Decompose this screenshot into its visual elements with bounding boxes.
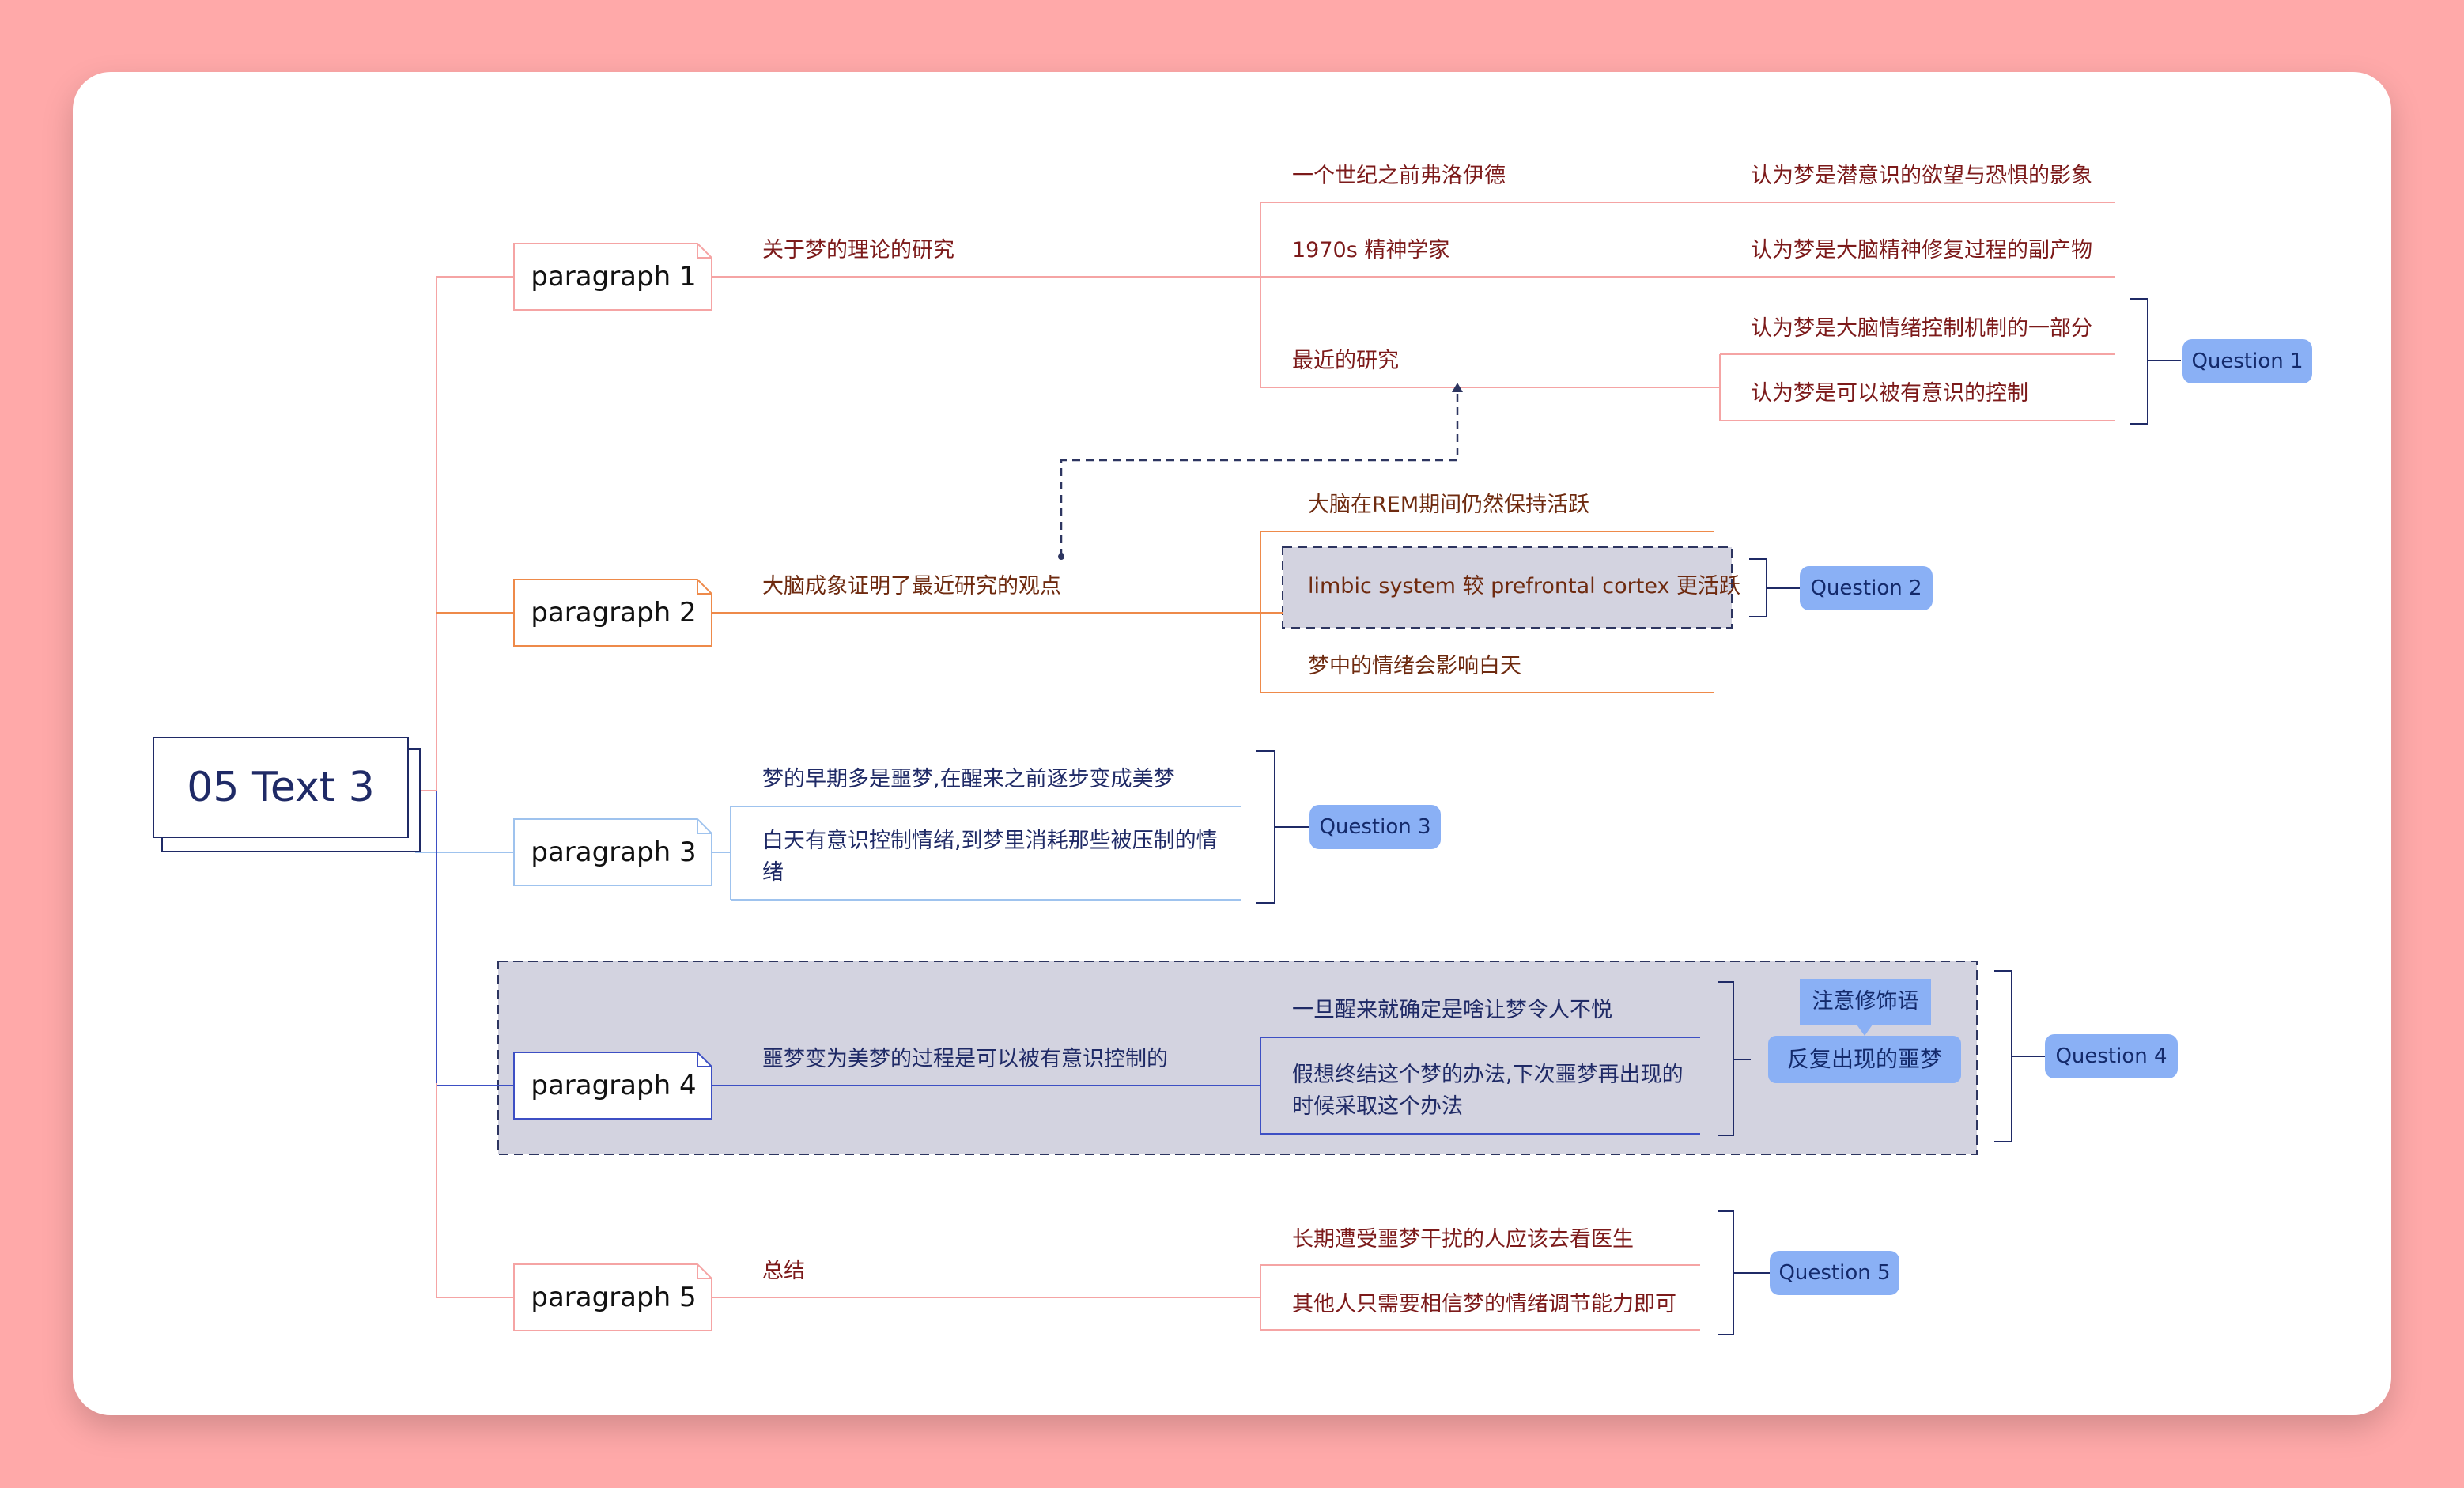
paragraph-3-node[interactable]: paragraph 3 [531,837,697,868]
root-node[interactable]: 05 Text 3 [153,737,409,838]
p1-frame [513,243,712,311]
p5-item-trust: 其他人只需要相信梦的情绪调节能力即可 [1292,1292,1676,1316]
p4-item-identify: 一旦醒来就确定是啥让梦令人不悦 [1292,998,1612,1022]
p1-item-freud: 一个世纪之前弗洛伊德 [1292,164,1506,188]
paragraph-5-node[interactable]: paragraph 5 [531,1282,697,1313]
p4-note-callout: 注意修饰语 [1800,979,1931,1025]
paragraph-4-node[interactable]: paragraph 4 [531,1070,697,1101]
bracket-q4-inner [1718,981,1751,1136]
p2-item-rem: 大脑在REM期间仍然保持活跃 [1308,493,1590,517]
p2-item-emotion: 梦中的情绪会影响白天 [1308,654,1521,678]
bracket-q5 [1718,1210,1770,1335]
paragraph-2-node[interactable]: paragraph 2 [531,597,697,629]
p2-summary: 大脑成象证明了最近研究的观点 [762,574,1061,599]
bracket-q3 [1256,750,1309,904]
p1-view-freud: 认为梦是潜意识的欲望与恐惧的影象 [1751,164,2092,188]
p1-item-1970s: 1970s 精神学家 [1292,238,1450,262]
trunk-p1 [415,276,514,791]
p1-summary: 关于梦的理论的研究 [762,238,954,262]
paragraph-1-node[interactable]: paragraph 1 [531,261,697,293]
question-5-tag[interactable]: Question 5 [1770,1251,1899,1295]
p4-frame [513,1052,712,1120]
p5-item-doctor: 长期遭受噩梦干扰的人应该去看医生 [1292,1227,1634,1252]
p1-view-1970s: 认为梦是大脑精神修复过程的副产物 [1751,238,2092,262]
question-4-tag[interactable]: Question 4 [2045,1034,2178,1078]
p5-frame [513,1263,712,1331]
p3-frame [513,818,712,886]
bracket-q1 [2130,298,2181,425]
p4-summary: 噩梦变为美梦的过程是可以被有意识控制的 [762,1047,1168,1071]
trunk-p5 [436,1083,514,1298]
question-2-tag[interactable]: Question 2 [1800,566,1933,610]
question-1-tag[interactable]: Question 1 [2182,339,2312,383]
relation-arrow [1060,391,1459,557]
p1-item-recent: 最近的研究 [1292,349,1399,373]
p2-frame [513,579,712,647]
p2-highlight-box [1282,546,1733,629]
p4-item-imagine: 假想终结这个梦的办法,下次噩梦再出现的时候采取这个办法 [1292,1063,1684,1119]
p1-recent-view-2: 认为梦是可以被有意识的控制 [1751,381,2028,406]
p2-item-limbic: limbic system 较 prefrontal cortex 更活跃 [1308,574,1741,599]
p4-highlight-node[interactable]: 反复出现的噩梦 [1768,1036,1961,1083]
p5-summary: 总结 [762,1259,805,1283]
question-3-tag[interactable]: Question 3 [1309,805,1441,849]
p4-highlight-region [497,961,1978,1155]
bracket-q2 [1749,558,1800,617]
p3-item-early: 梦的早期多是噩梦,在醒来之前逐步变成美梦 [762,767,1175,791]
bracket-q4-outer [1994,970,2045,1142]
canvas-card [73,72,2391,1415]
p3-item-daytime: 白天有意识控制情绪,到梦里消耗那些被压制的情绪 [762,829,1218,885]
p1-recent-view-1: 认为梦是大脑情绪控制机制的一部分 [1751,316,2092,341]
